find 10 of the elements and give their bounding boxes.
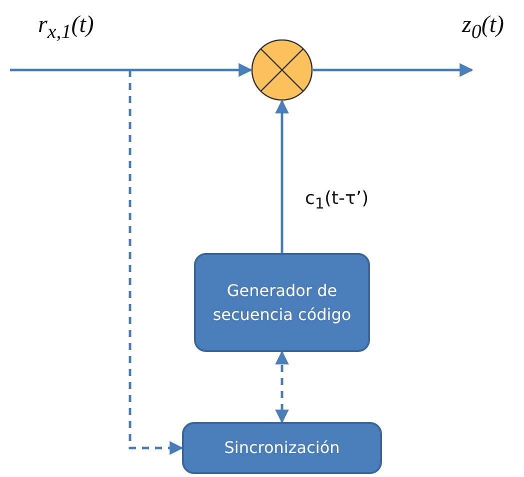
multiplier-circle xyxy=(251,39,313,101)
process-box: Generador de secuencia código xyxy=(194,253,370,352)
arrow xyxy=(128,70,184,455)
arrow xyxy=(275,100,289,253)
arrow xyxy=(10,63,252,77)
arrow xyxy=(275,350,289,424)
arrow xyxy=(313,63,474,77)
process-box: Sincronización xyxy=(182,422,382,474)
signal-label: r$_{x,1}$(t) xyxy=(38,12,94,44)
signal-label: z$_{0}$(t) xyxy=(462,12,504,44)
